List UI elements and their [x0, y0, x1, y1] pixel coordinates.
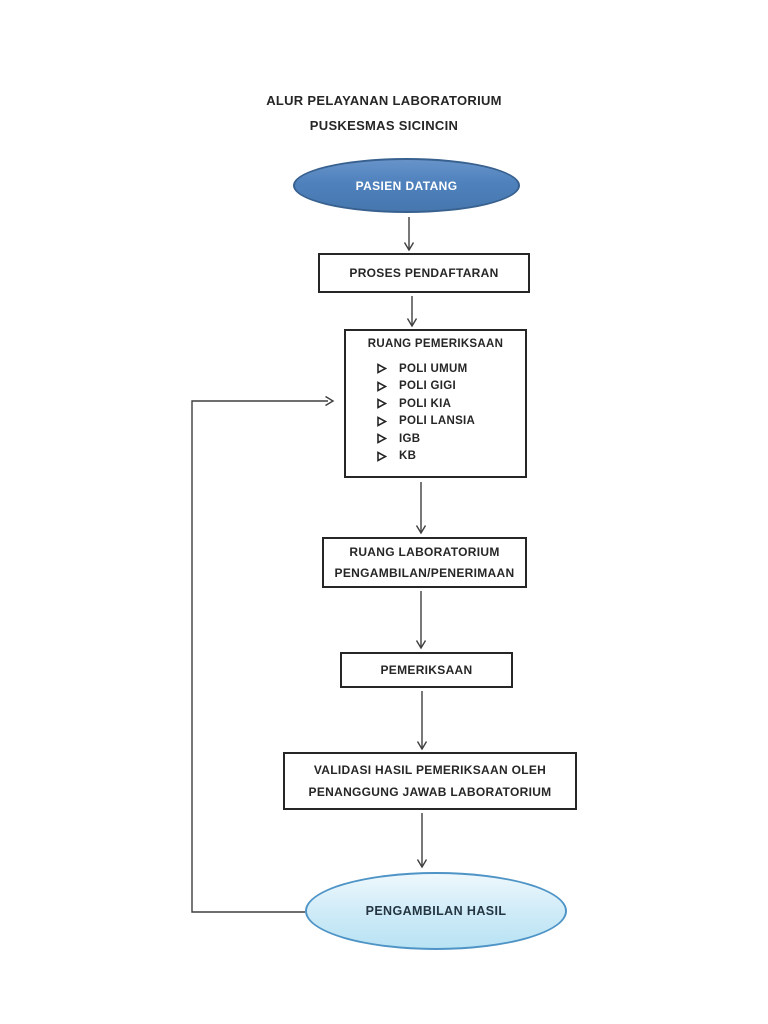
exam-room-title: RUANG PEMERIKSAAN [367, 338, 504, 350]
list-item-label: IGB [399, 432, 421, 445]
list-item-label: POLI UMUM [399, 362, 468, 375]
flow-node-laboratory-line1: RUANG LABORATORIUM [349, 544, 500, 559]
flow-node-validation: VALIDASI HASIL PEMERIKSAAN OLEH PENANGGU… [283, 752, 577, 810]
arrow-examination-to-validation [416, 691, 428, 751]
flow-node-registration: PROSES PENDAFTARAN [318, 253, 530, 293]
arrow-validation-to-result [416, 813, 428, 869]
flow-node-result-label: PENGAMBILAN HASIL [365, 904, 507, 918]
feedback-loop-result-to-room [191, 395, 335, 913]
list-item-label: POLI GIGI [399, 380, 457, 393]
arrow-laboratory-to-examination [415, 591, 427, 650]
list-item-label: KB [399, 450, 417, 463]
flow-node-laboratory-line2: PENGAMBILAN/PENERIMAAN [334, 565, 515, 580]
arrowhead-bullet-icon [377, 398, 399, 410]
arrow-room-to-laboratory [415, 482, 427, 535]
arrow-start-to-registration [403, 217, 415, 252]
list-item: IGB [377, 430, 525, 448]
arrowhead-bullet-icon [377, 363, 399, 375]
list-item-label: POLI KIA [399, 397, 452, 410]
flow-node-start-label: PASIEN DATANG [355, 178, 458, 193]
arrowhead-bullet-icon [377, 380, 399, 392]
list-item: POLI UMUM [377, 360, 525, 378]
flow-node-exam-room: RUANG PEMERIKSAAN POLI UMUM POLI GIGI PO… [344, 329, 527, 478]
flow-node-examination-label: PEMERIKSAAN [380, 663, 473, 677]
flow-node-result: PENGAMBILAN HASIL [305, 872, 567, 950]
arrowhead-bullet-icon [377, 433, 399, 445]
flow-node-start: PASIEN DATANG [293, 158, 520, 213]
list-item: POLI KIA [377, 395, 525, 413]
exam-room-list: POLI UMUM POLI GIGI POLI KIA POLI LANSIA… [346, 360, 525, 465]
arrowhead-bullet-icon [377, 415, 399, 427]
list-item: POLI LANSIA [377, 413, 525, 431]
flow-node-validation-line2: PENANGGUNG JAWAB LABORATORIUM [308, 785, 552, 799]
diagram-title-line2: PUSKESMAS SICINCIN [309, 118, 459, 133]
arrowhead-bullet-icon [377, 450, 399, 462]
list-item: POLI GIGI [377, 378, 525, 396]
flow-node-registration-label: PROSES PENDAFTARAN [349, 266, 499, 280]
list-item-label: POLI LANSIA [399, 415, 476, 428]
arrow-registration-to-room [406, 296, 418, 328]
diagram-title-line1: ALUR PELAYANAN LABORATORIUM [266, 93, 502, 108]
flow-node-laboratory: RUANG LABORATORIUM PENGAMBILAN/PENERIMAA… [322, 537, 527, 588]
list-item: KB [377, 448, 525, 466]
flow-node-validation-line1: VALIDASI HASIL PEMERIKSAAN OLEH [313, 763, 547, 777]
flow-node-examination: PEMERIKSAAN [340, 652, 513, 688]
